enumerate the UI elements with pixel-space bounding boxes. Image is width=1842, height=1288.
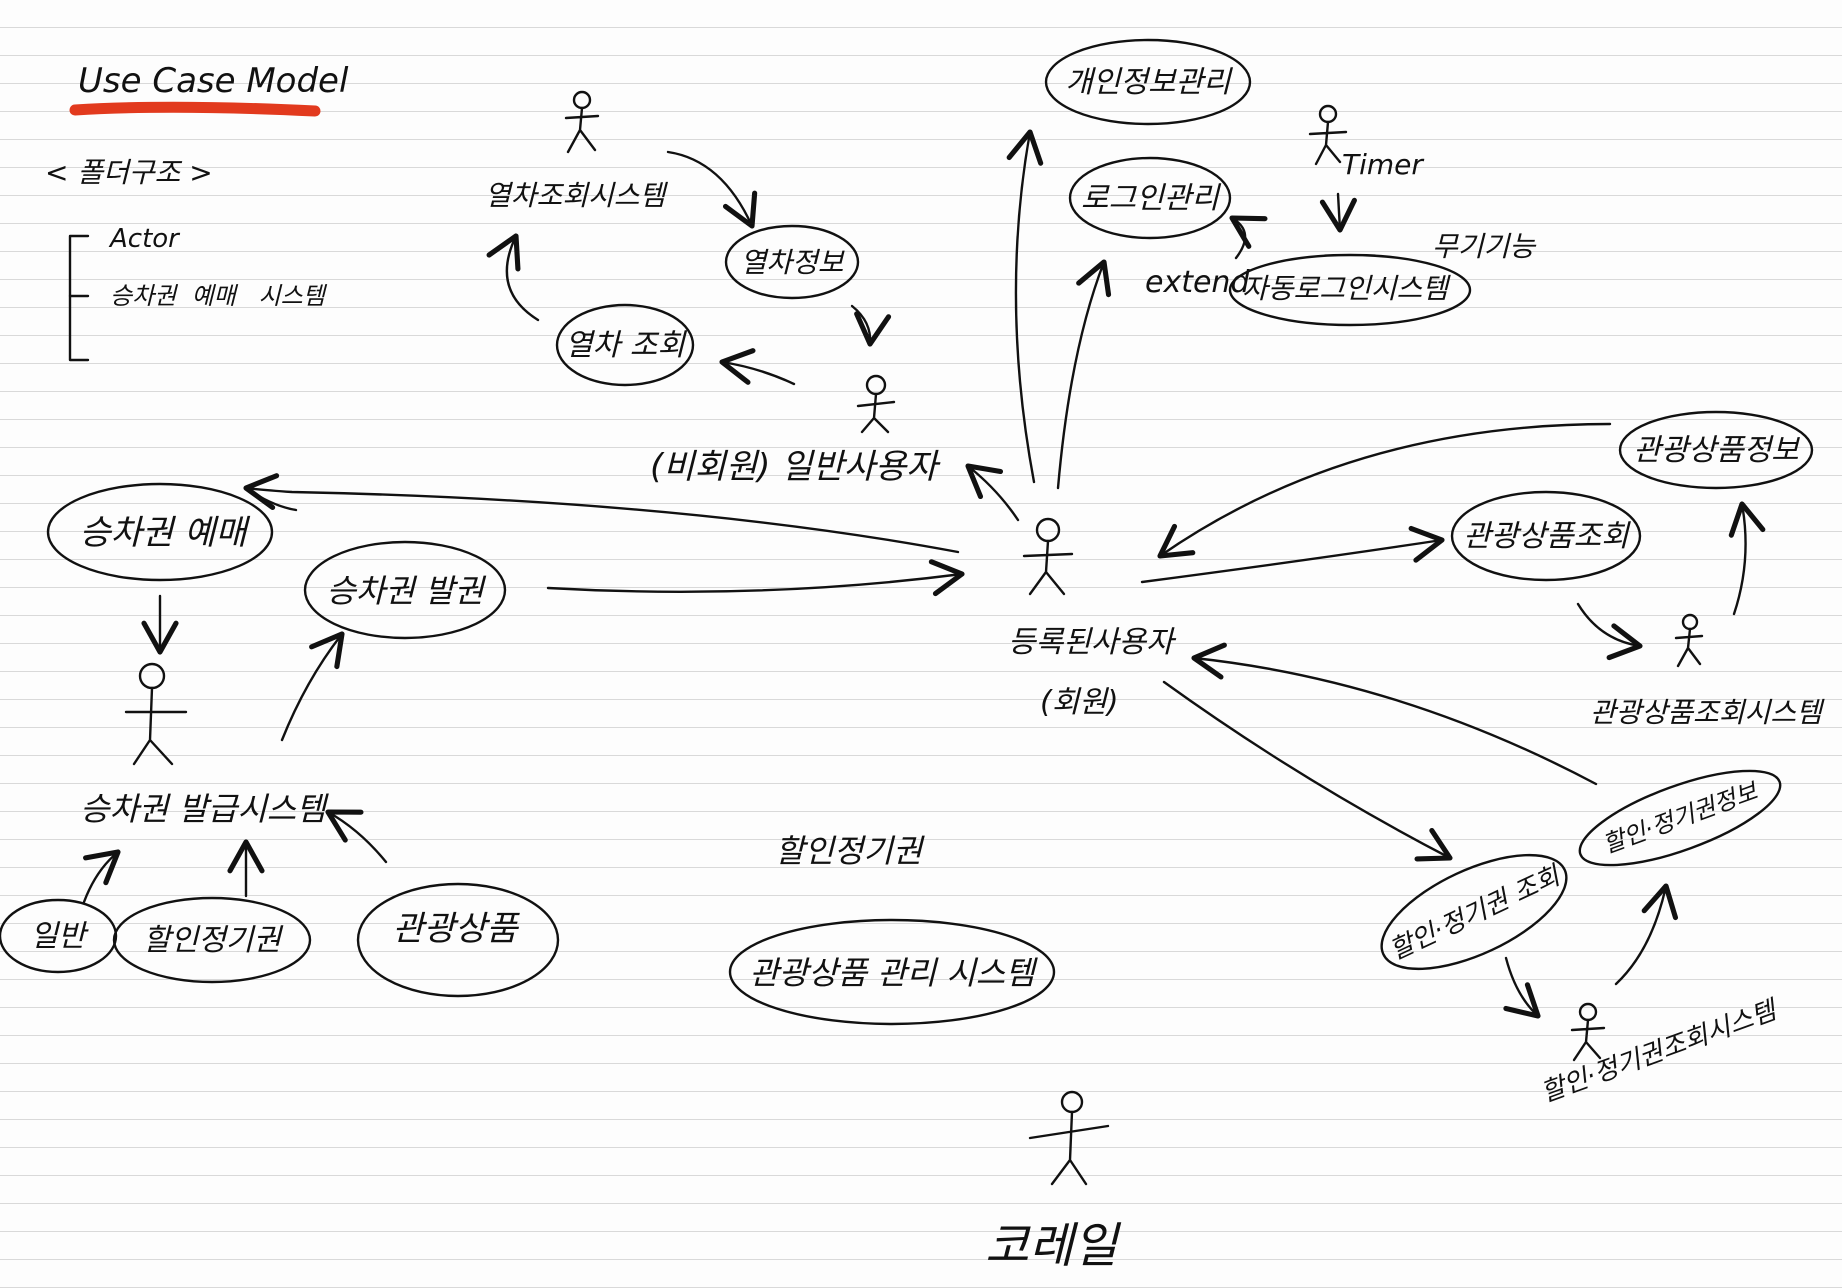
actor-discount-query-system-label: 할인·정기권조회시스템 (1537, 995, 1783, 1109)
usecase-tour-manage (728, 918, 1056, 1026)
arrow-ticket-issue-to-registered (546, 559, 965, 597)
actor-registered-user-figure (1022, 517, 1074, 596)
arrow-registered-to-login (1056, 259, 1112, 490)
actor-registered-user-label: 등록된사용자 (1008, 625, 1177, 660)
arrow-tour-system-to-tour-info (1728, 501, 1766, 616)
usecase-ticket-reserve (46, 482, 274, 582)
unlimited-note: 무기기능 (1432, 230, 1537, 263)
arrow-general-user-to-train-query (719, 348, 796, 386)
usecase-personal-info-label: 개인정보관리 (1065, 65, 1233, 100)
actor-general-user-figure (856, 374, 896, 434)
folder-bracket (68, 234, 90, 362)
arrow-discount-info-to-registered (1191, 642, 1598, 786)
arrow-registered-to-tour-query (1140, 525, 1445, 584)
arrow-train-info-to-general-user (850, 304, 892, 347)
usecase-general (0, 898, 118, 974)
actor-staff-label: 코레일 (985, 1218, 1121, 1274)
actor-staff-figure (1028, 1090, 1110, 1186)
discount-pass-note: 할인정기권 (775, 832, 926, 870)
extend-note: extend (1145, 265, 1250, 300)
usecase-tour-manage-label: 관광상품 관리 시스템 (749, 954, 1038, 992)
arrow-auto-login-extend-login (1229, 215, 1268, 260)
title-underline (69, 101, 321, 117)
arrow-registered-to-discount-query (1162, 680, 1453, 862)
usecase-discount-pass-label: 할인정기권 (143, 923, 284, 958)
usecase-tour-product (356, 882, 560, 998)
arrow-timer-to-auto-login (1319, 192, 1357, 233)
actor-tour-query-system-label: 관광상품조회시스템 (1590, 696, 1825, 729)
actor-timer-label: Timer (1342, 148, 1424, 181)
actor-train-query-system-figure (564, 90, 600, 154)
arrow-discount-query-to-discount-system (1503, 956, 1541, 1019)
folder-item-system: 승차권 예매 시스템 (110, 282, 328, 310)
usecase-discount-info-label: 할인·정기권정보 (1599, 776, 1763, 858)
actor-train-query-system-label: 열차조회시스템 (485, 179, 669, 212)
usecase-ticket-reserve-label: 승차권 예매 (79, 513, 250, 553)
diagram-title: Use Case Model (78, 61, 349, 101)
arrow-registered-to-personal-info (1006, 129, 1044, 484)
usecase-train-query-label: 열차 조회 (565, 328, 687, 363)
usecase-train-info (724, 224, 860, 300)
arrow-discount-system-to-discount-info (1614, 883, 1679, 986)
usecase-auto-login (1228, 253, 1472, 327)
usecase-train-query (555, 303, 695, 387)
actor-ticket-issue-system-figure (124, 662, 188, 766)
usecase-discount-info (1578, 769, 1782, 867)
actor-registered-user-sublabel: (회원) (1040, 685, 1119, 720)
usecase-login-label: 로그인관리 (1081, 181, 1221, 216)
actor-ticket-issue-system-label: 승차권 발급시스템 (80, 790, 329, 828)
usecase-tour-info (1618, 410, 1814, 490)
usecase-personal-info (1044, 38, 1252, 126)
arrow-registered-to-ticket-reserve-tail (244, 486, 298, 512)
usecase-general-label: 일반 (30, 919, 89, 954)
arrow-train-system-to-train-info (666, 150, 758, 229)
folder-heading: < 폴더구조 > (45, 156, 213, 189)
usecase-auto-login-label: 자동로그인시스템 (1242, 272, 1451, 305)
arrow-tour-info-to-registered (1157, 422, 1612, 559)
actor-general-user-label: (비회원) 일반사용자 (650, 447, 941, 487)
usecase-discount-query-label: 할인·정기권 조회 (1385, 860, 1566, 966)
usecase-train-info-label: 열차정보 (740, 246, 844, 279)
actor-tour-query-system-figure (1674, 613, 1704, 668)
usecase-tour-product-label: 관광상품 (392, 909, 520, 949)
usecase-discount-pass (112, 896, 312, 984)
usecase-ticket-issue-label: 승차권 발권 (326, 572, 487, 610)
folder-item-actor: Actor (108, 224, 181, 254)
arrow-tour-query-to-tour-system (1576, 602, 1643, 661)
arrow-registered-to-general (965, 463, 1020, 522)
usecase-login (1068, 156, 1232, 240)
arrow-tour-product-to-issue-system (325, 809, 388, 864)
arrow-issue-system-to-ticket-issue (280, 631, 345, 742)
arrow-general-to-issue-system (82, 849, 121, 904)
actor-timer-figure (1308, 104, 1348, 166)
usecase-discount-query (1380, 853, 1568, 971)
usecase-tour-query (1450, 490, 1642, 582)
arrow-train-query-to-system (486, 233, 540, 322)
usecase-ticket-issue (303, 540, 507, 640)
usecase-tour-query-label: 관광상품조회 (1463, 519, 1631, 554)
actor-discount-query-system-figure (1570, 1002, 1606, 1062)
arrow-registered-to-ticket-reserve (243, 473, 960, 554)
usecase-tour-info-label: 관광상품정보 (1633, 433, 1800, 468)
